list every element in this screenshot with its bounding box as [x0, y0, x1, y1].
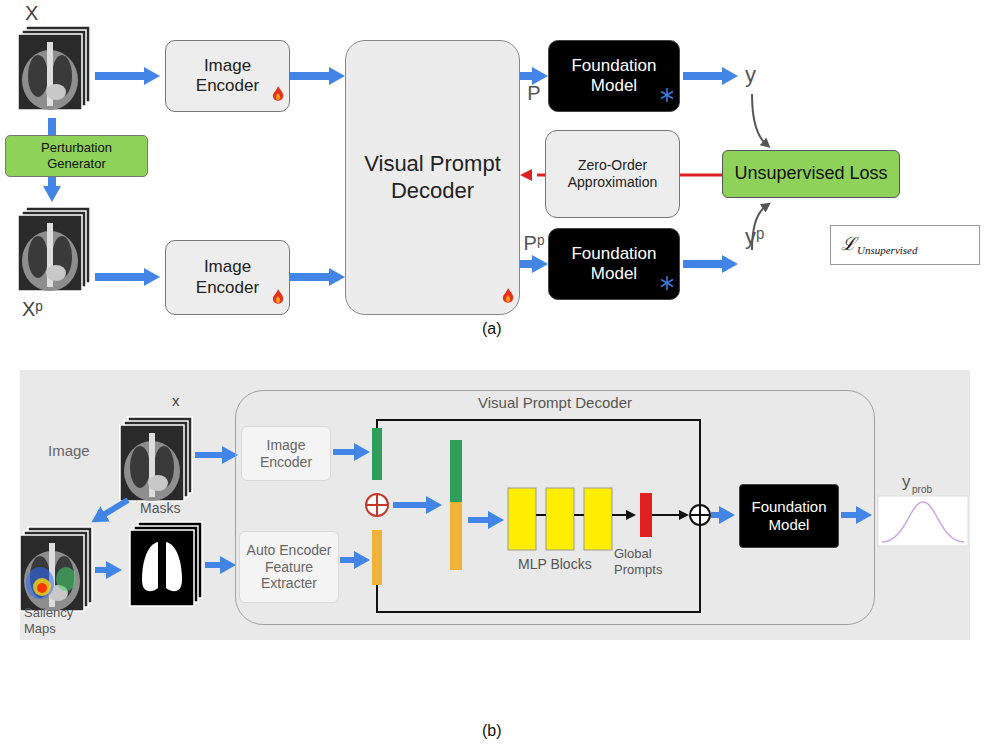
flow-arrow [529, 174, 545, 177]
generator-box: Perturbation Generator [5, 135, 148, 177]
frozen-model-box: Foundation Model [548, 40, 680, 112]
node-text: Visual Prompt Decoder [478, 394, 632, 412]
node-text: Perturbation Generator [12, 140, 141, 171]
text-label: Masks [140, 500, 180, 516]
frozen-icon [659, 87, 675, 108]
node-text: Zero-Order Approximation [552, 157, 673, 191]
text-label: yᵖ [745, 224, 764, 250]
node-text: Unsupervised Loss [734, 163, 887, 185]
decoder-box: Visual Prompt Decoder [345, 40, 520, 315]
frozen-icon [659, 275, 675, 296]
node-text: Foundation Model [555, 244, 673, 285]
text-label: Image [48, 442, 90, 459]
approximation-box: Zero-Order Approximation [545, 130, 680, 218]
node-text: ℒ [841, 234, 856, 256]
flow-arrow [290, 72, 335, 80]
node-text: Foundation Model [555, 56, 673, 97]
node-text: Image Encoder [172, 257, 283, 298]
edge-label: Pᵖ [524, 232, 545, 255]
frozen-model-box: Foundation Model [548, 228, 680, 300]
trainable-icon [271, 289, 285, 311]
encoder-box: Image Encoder [165, 240, 290, 315]
encoder-box: Image Encoder [241, 426, 331, 481]
encoder-box: Image Encoder [165, 40, 290, 112]
text-label: MLP Blocks [518, 556, 592, 572]
text-label: X [25, 2, 38, 25]
text-label: Global Prompts [614, 546, 680, 577]
node-text: Image Encoder [172, 56, 283, 97]
decoder-region: Visual Prompt DecoderImage EncoderAuto E… [235, 390, 875, 625]
text-label: (b) [482, 722, 502, 740]
node-text: Visual Prompt Decoder [352, 151, 513, 204]
flow-arrow [520, 260, 538, 268]
text-label: (a) [482, 320, 502, 338]
subscript-text: Unsupervised [857, 244, 918, 257]
text-label: y [745, 62, 756, 88]
text-label: y [902, 472, 911, 492]
text-label: prob [912, 484, 932, 495]
loss-formula-box: ℒUnsupervised [830, 225, 980, 265]
frozen-model-box: Foundation Model [739, 484, 839, 548]
node-text: Foundation Model [746, 498, 832, 534]
extractor-box: Auto Encoder Feature Extracter [239, 531, 339, 603]
text-label: Xᵖ [22, 298, 43, 321]
text-label: x [172, 392, 180, 409]
trainable-icon [501, 285, 515, 311]
trainable-icon [271, 86, 285, 108]
node-text: Auto Encoder Feature Extracter [246, 542, 332, 592]
node-text: Image Encoder [248, 437, 324, 471]
edge-label: P [527, 82, 540, 105]
text-label: Saliency Maps [24, 605, 96, 636]
flow-arrow [680, 174, 722, 177]
loss-box: Unsupervised Loss [722, 150, 900, 198]
flow-arrow [290, 273, 335, 281]
flow-arrow [520, 72, 538, 80]
